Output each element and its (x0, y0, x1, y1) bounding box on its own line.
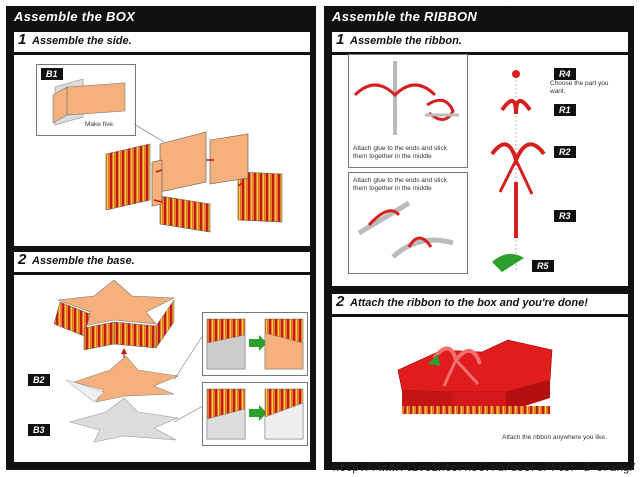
part-label-r4: R4 (554, 68, 576, 80)
step-title: Assemble the base. (32, 255, 135, 267)
part-label-b1: B1 (41, 68, 63, 80)
part-label-b3: B3 (28, 424, 50, 436)
attach-note: Attach the ribbon anywhere you like. (502, 434, 607, 441)
left-panel: Assemble the BOX 1 Assemble the side. B1… (6, 6, 316, 470)
right-panel-title: Assemble the RIBBON (324, 6, 512, 28)
ribbon-detail-box-2: Attach glue to the ends and stick them t… (348, 172, 468, 274)
finished-gift-box (397, 339, 553, 414)
step-header: 2 Attach the ribbon to the box and you'r… (332, 293, 628, 317)
ribbon-loop-diagram (353, 61, 459, 135)
base-detail-box-bottom (202, 382, 308, 446)
part-label-r2: R2 (554, 146, 576, 158)
step-title: Assemble the ribbon. (350, 35, 462, 47)
step-number: 2 (336, 293, 345, 310)
left-panel-title: Assemble the BOX (6, 6, 170, 28)
part-label-r3: R3 (554, 210, 576, 222)
step-title: Assemble the side. (32, 35, 132, 47)
ribbon-bow-diagram (357, 200, 454, 259)
choose-part-note: Choose the part you want. (550, 80, 609, 95)
step-assemble-side: 1 Assemble the side. B1 Make five. (14, 31, 310, 246)
ribbon-parts-diagram (490, 70, 546, 272)
step-assemble-ribbon: 1 Assemble the ribbon. Attach glue to th… (332, 31, 628, 286)
part-label-r1: R1 (554, 104, 576, 116)
step-attach-ribbon: 2 Attach the ribbon to the box and you'r… (332, 293, 628, 462)
right-panel: Assemble the RIBBON 1 Assemble the ribbo… (324, 6, 634, 470)
base-detail-box-top (202, 312, 308, 376)
step-title: Attach the ribbon to the box and you're … (350, 297, 588, 309)
step-header: 1 Assemble the ribbon. (332, 31, 628, 55)
step-assemble-base: 2 Assemble the base. B2 B3 (14, 251, 310, 462)
part-label-r5: R5 (532, 260, 554, 272)
step-number: 2 (18, 251, 27, 268)
step-header: 1 Assemble the side. (14, 31, 310, 55)
ribbon-note-1: Attach glue to the ends and stick them t… (353, 145, 447, 160)
base-fold-detail (206, 388, 304, 440)
base-fold-detail (206, 318, 304, 370)
step-header: 2 Assemble the base. (14, 251, 310, 275)
ribbon-note-2: Attach glue to the ends and stick them t… (353, 177, 447, 192)
side-panel-diagram (52, 78, 126, 126)
ribbon-detail-box-1: Attach glue to the ends and stick them t… (348, 54, 468, 168)
step-number: 1 (18, 31, 27, 48)
b1-note: Make five. (85, 121, 115, 128)
assembled-sides-diagram (105, 123, 283, 233)
base-assembly-diagram (53, 279, 211, 443)
part-label-b2: B2 (28, 374, 50, 386)
step-number: 1 (336, 31, 345, 48)
b1-detail-box: B1 Make five. (36, 64, 136, 136)
footer-url[interactable]: http://www.liveinternet.ru/users/fler-d-… (332, 463, 636, 475)
